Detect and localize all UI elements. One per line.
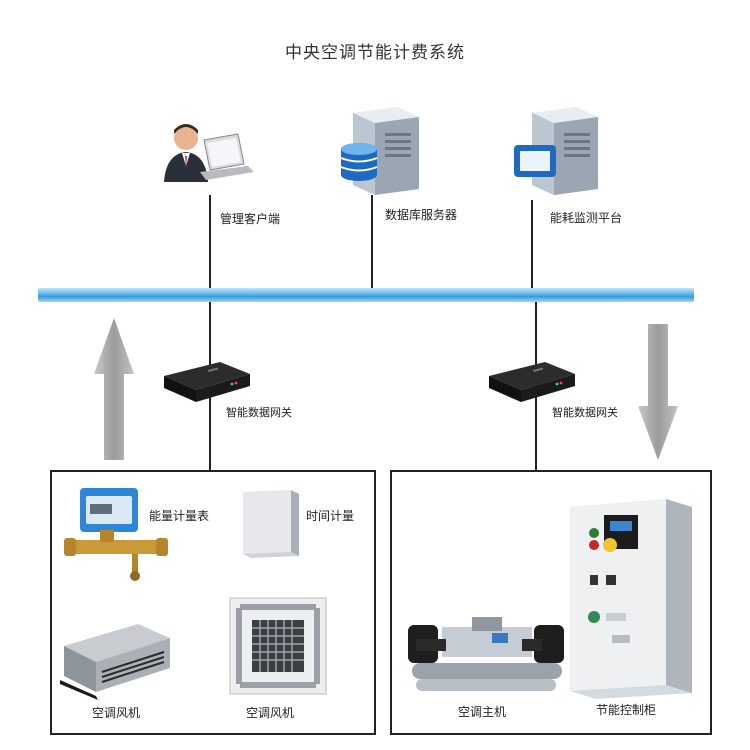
energy-meter-icon <box>64 488 168 581</box>
database-server-label: 数据库服务器 <box>385 208 458 222</box>
database-server <box>335 103 430 198</box>
line-platform-bus <box>531 200 533 290</box>
line-db-bus <box>371 195 373 290</box>
chiller-label: 空调主机 <box>458 705 507 719</box>
energy-meter <box>62 482 172 582</box>
energy-meter-label: 能量计量表 <box>149 509 210 523</box>
fan-coil-unit-icon <box>60 624 170 700</box>
cassette-fan <box>228 596 328 696</box>
gateway-left <box>162 358 252 408</box>
management-client-label: 管理客户端 <box>220 212 281 226</box>
cassette-fan-label: 空调风机 <box>246 706 295 720</box>
cassette-fan-icon <box>229 597 327 695</box>
network-bus <box>38 288 694 302</box>
time-meter-icon <box>243 490 299 558</box>
line-client-bus <box>209 195 211 290</box>
gateway-left-label: 智能数据网关 <box>226 406 292 419</box>
time-meter <box>237 488 301 560</box>
fan-coil-unit <box>58 616 174 700</box>
diagram-title: 中央空调节能计费系统 <box>285 43 465 63</box>
control-cabinet-icon <box>570 499 692 699</box>
download-arrow-icon <box>638 324 678 460</box>
time-meter-label: 时间计量 <box>306 509 355 523</box>
management-client <box>160 120 260 190</box>
energy-platform-label: 能耗监测平台 <box>550 211 623 225</box>
database-server-icon <box>340 107 419 195</box>
control-cabinet-label: 节能控制柜 <box>596 703 657 717</box>
data-gateway-icon <box>489 362 575 402</box>
gateway-right-label: 智能数据网关 <box>552 406 618 419</box>
energy-platform <box>510 103 610 198</box>
control-cabinet <box>566 493 694 699</box>
chiller-unit <box>402 603 572 699</box>
upload-arrow-icon <box>94 318 134 460</box>
monitor-server-icon <box>514 107 598 195</box>
gateway-right <box>487 358 577 408</box>
data-gateway-icon <box>164 362 250 402</box>
user-laptop-icon <box>164 124 254 182</box>
chiller-icon <box>408 617 564 691</box>
fan-coil-unit-label: 空调风机 <box>92 706 141 720</box>
